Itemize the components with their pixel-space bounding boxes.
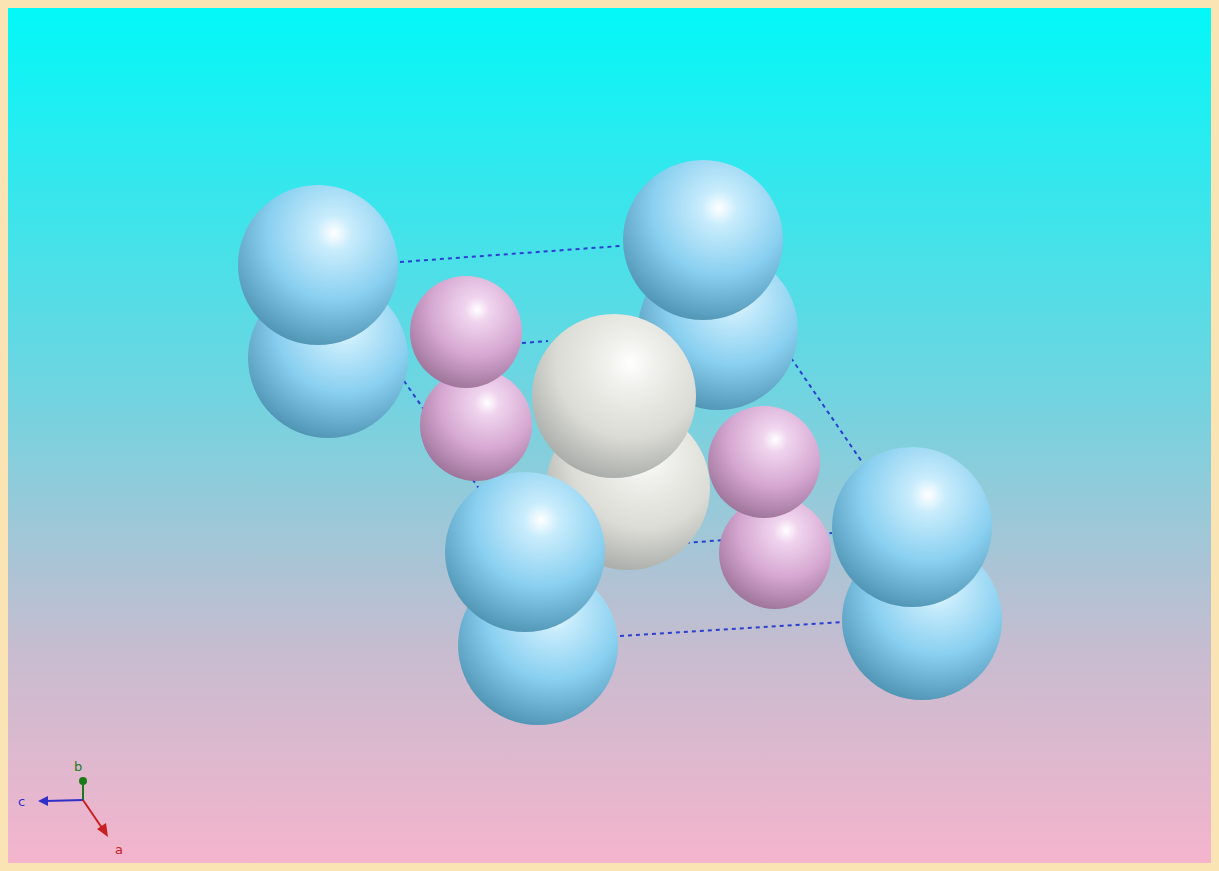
axis-label: a — [115, 842, 123, 857]
axis-label: b — [74, 759, 82, 774]
axis-label: c — [18, 794, 25, 809]
unit-cell — [372, 246, 862, 636]
axis-triad — [38, 777, 108, 837]
atoms — [238, 160, 1002, 725]
